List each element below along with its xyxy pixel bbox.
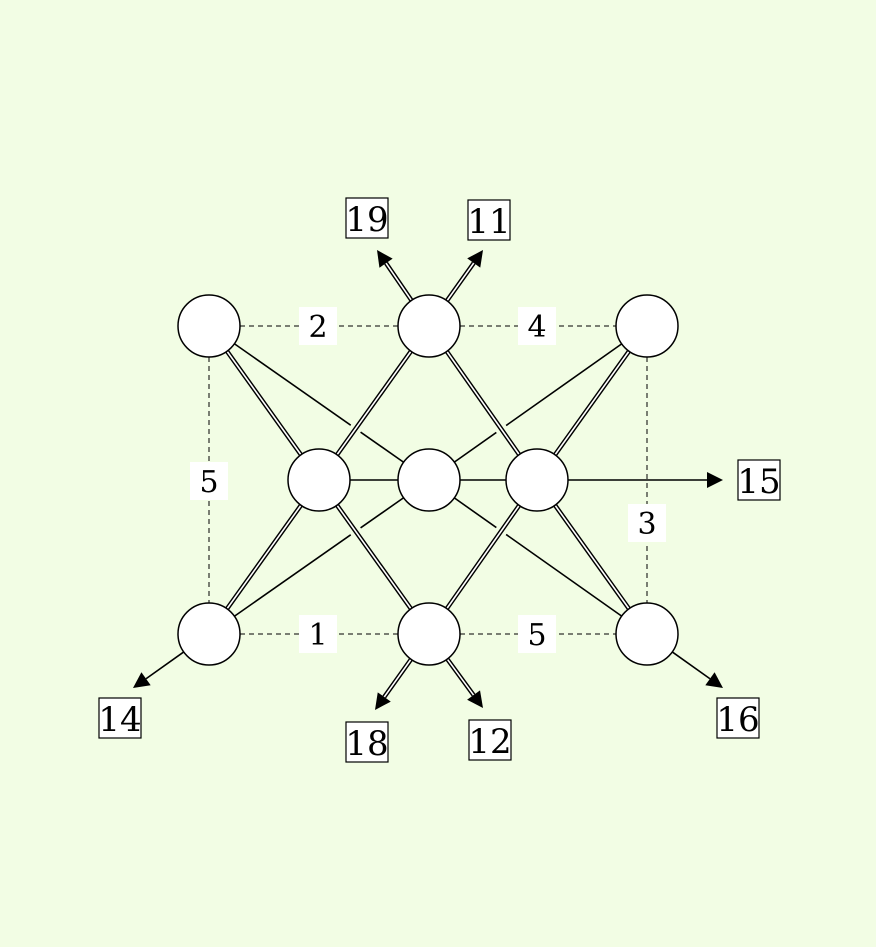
output-label: 18	[345, 724, 388, 764]
edge-weight-box	[518, 615, 556, 653]
edge-weight-label: 2	[308, 310, 327, 345]
single-edge	[233, 343, 405, 463]
edge-weight-box	[299, 307, 337, 345]
output-label-box	[467, 199, 511, 241]
edge-weight-box	[299, 615, 337, 653]
node-top-right	[615, 294, 679, 358]
node-bottom-left	[177, 602, 241, 666]
double-edge	[222, 501, 306, 613]
double-edge	[332, 347, 416, 459]
output-arrow-shaft	[145, 651, 185, 680]
edge-weight-label: 4	[527, 310, 546, 345]
arrowhead-icon	[467, 690, 483, 708]
arrowhead-icon	[133, 672, 151, 688]
node-middle-right	[505, 448, 569, 512]
output-label-box	[345, 197, 389, 239]
output-label: 11	[467, 202, 510, 242]
edge-weight-box	[190, 462, 228, 500]
arrowhead-icon	[707, 472, 723, 488]
edge-weight-label: 5	[199, 465, 218, 500]
edge-weight-box	[518, 307, 556, 345]
single-edge	[233, 497, 405, 617]
double-edge	[550, 347, 634, 459]
output-label: 16	[716, 700, 759, 740]
node-top-left	[177, 294, 241, 358]
output-arrow-shaft	[442, 259, 479, 305]
single-edge	[453, 343, 623, 463]
output-label-box	[345, 721, 389, 763]
output-label: 14	[98, 700, 141, 740]
double-edge	[441, 347, 525, 459]
double-edge	[332, 501, 416, 613]
arrowhead-icon	[467, 250, 483, 268]
output-label: 12	[468, 722, 511, 762]
output-label-box	[737, 459, 781, 501]
node-bottom-right	[615, 602, 679, 666]
double-edge	[222, 347, 306, 459]
output-arrow-shaft	[379, 655, 416, 701]
node-center	[397, 448, 461, 512]
single-edge	[453, 497, 623, 617]
double-edge	[550, 501, 634, 613]
edge-weight-label: 3	[637, 507, 656, 542]
edge-weight-box	[628, 504, 666, 542]
node-middle-left	[287, 448, 351, 512]
node-top-middle	[397, 294, 461, 358]
output-label: 15	[737, 462, 780, 502]
arrowhead-icon	[705, 672, 723, 688]
output-arrow-shaft	[671, 651, 711, 680]
arrowhead-icon	[377, 250, 393, 268]
node-bottom-middle	[397, 602, 461, 666]
output-label-box	[468, 719, 512, 761]
edge-weight-label: 5	[527, 618, 546, 653]
output-label-box	[98, 697, 142, 739]
output-label: 19	[345, 200, 388, 240]
output-arrow-shaft	[442, 655, 479, 699]
edge-weight-label: 1	[308, 618, 327, 653]
arrowhead-icon	[375, 692, 391, 710]
output-label-box	[716, 697, 760, 739]
double-edge	[441, 501, 525, 613]
output-arrow-shaft	[381, 259, 417, 304]
